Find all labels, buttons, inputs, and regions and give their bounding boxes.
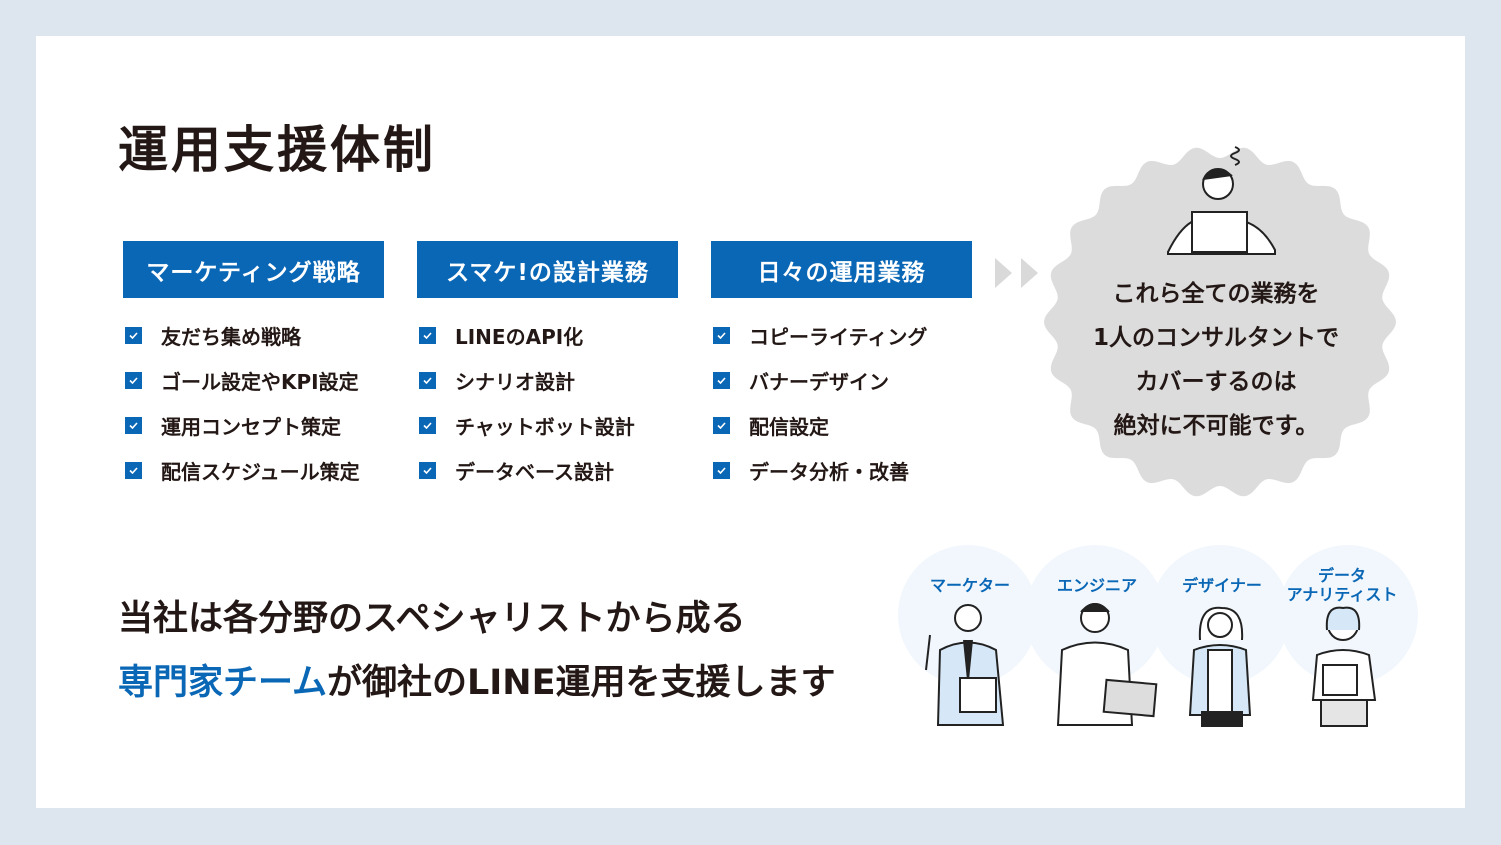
checklist-item: 配信設定 — [713, 413, 829, 439]
tagline-highlight: 専門家チーム — [118, 663, 327, 703]
column-header: マーケティング戦略 — [123, 241, 384, 298]
marketer-illustration — [925, 604, 1005, 726]
column-header: 日々の運用業務 — [711, 241, 972, 298]
checklist-label: データベース設計 — [455, 459, 614, 484]
checkbox-icon — [125, 326, 142, 344]
checkbox-icon — [419, 461, 436, 479]
checklist-item: シナリオ設計 — [419, 368, 575, 394]
checklist-item: 友だち集め戦略 — [125, 323, 301, 349]
checklist-label: コピーライティング — [749, 324, 928, 349]
stressed-worker-illustration — [1167, 146, 1276, 255]
checklist-item: ゴール設定やKPI設定 — [125, 368, 359, 394]
specialist-label: マーケター — [929, 576, 1010, 595]
checkbox-icon — [419, 326, 436, 344]
checklist-item: 運用コンセプト策定 — [125, 413, 341, 439]
checklist-label: 配信スケジュール策定 — [161, 459, 360, 484]
engineer-illustration — [1056, 603, 1158, 726]
specialist-label: エンジニア — [1056, 576, 1137, 595]
checklist-item: LINEのAPI化 — [419, 323, 584, 349]
checklist-item: チャットボット設計 — [419, 413, 635, 439]
checklist-label: LINEのAPI化 — [455, 324, 584, 349]
column-header: スマケ!の設計業務 — [417, 241, 678, 298]
checkbox-icon — [125, 371, 142, 389]
bubble-line: 1人のコンサルタントで — [1092, 325, 1339, 351]
checklist-label: バナーデザイン — [749, 369, 889, 394]
label-line: データ — [1317, 566, 1366, 585]
checkbox-icon — [125, 461, 142, 479]
label-line: アナリティスト — [1286, 585, 1398, 604]
specialist-label: デザイナー — [1182, 576, 1262, 595]
checklist-label: 友だち集め戦略 — [161, 324, 301, 349]
checklist-label: ゴール設定やKPI設定 — [161, 369, 359, 394]
designer-illustration — [1188, 606, 1252, 727]
analyst-illustration — [1311, 606, 1377, 727]
wavy-bubble — [1044, 146, 1396, 497]
bubble-line: カバーするのは — [1135, 369, 1297, 395]
checkbox-icon — [419, 416, 436, 434]
checklist-label: 運用コンセプト策定 — [161, 414, 341, 439]
specialist-label: データアナリティスト — [1272, 566, 1412, 604]
checkbox-icon — [713, 461, 730, 479]
checklist-item: データベース設計 — [419, 458, 614, 484]
checklist-label: チャットボット設計 — [455, 414, 635, 439]
checkbox-icon — [125, 416, 142, 434]
checklist-item: バナーデザイン — [713, 368, 889, 394]
bubble-line: これら全ての業務を — [1112, 281, 1320, 307]
checklist-item: データ分析・改善 — [713, 458, 909, 484]
checklist-label: シナリオ設計 — [455, 369, 575, 394]
checkbox-icon — [419, 371, 436, 389]
checklist-label: 配信設定 — [749, 414, 829, 439]
bubble-text: これら全ての業務を 1人のコンサルタントで カバーするのは 絶対に不可能です。 — [1040, 272, 1392, 448]
tagline-line1: 当社は各分野のスペシャリストから成る — [118, 599, 746, 639]
checklist-item: コピーライティング — [713, 323, 928, 349]
bubble-line: 絶対に不可能です。 — [1113, 413, 1319, 439]
checklist-label: データ分析・改善 — [749, 459, 909, 484]
tagline-line2: 専門家チームが御社のLINE運用を支援します — [118, 654, 835, 705]
tagline-rest: が御社のLINE運用を支援します — [326, 663, 836, 703]
arrow-icon — [1021, 258, 1038, 288]
checkbox-icon — [713, 326, 730, 344]
checkbox-icon — [713, 371, 730, 389]
checklist-item: 配信スケジュール策定 — [125, 458, 360, 484]
checkbox-icon — [713, 416, 730, 434]
page-title: 運用支援体制 — [118, 121, 436, 179]
arrow-icon — [995, 258, 1012, 288]
